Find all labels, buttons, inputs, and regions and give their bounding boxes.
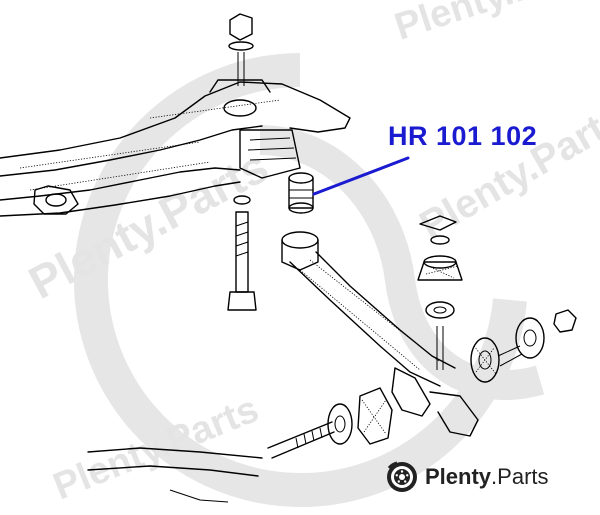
callout-leader-line — [312, 156, 410, 196]
top-stud — [237, 52, 245, 86]
top-washer — [228, 41, 254, 51]
strut-bushings-left — [267, 387, 393, 459]
cushion-stack — [417, 215, 463, 370]
watermark-text-right: Plenty.Parts — [413, 96, 600, 248]
brand-logo: Plenty.Parts — [385, 457, 549, 497]
strut-rod — [281, 231, 479, 437]
watermark-text-left: Plenty.Parts — [20, 140, 276, 309]
brand-separator: . — [491, 464, 498, 489]
watermark: Plenty.Parts Plenty.Parts Plenty.Parts P… — [20, 0, 600, 508]
lower-body-outline — [87, 447, 263, 503]
subframe — [0, 79, 351, 217]
strut-bushings-right — [470, 309, 577, 383]
top-nut — [229, 13, 253, 41]
watermark-swoosh — [259, 125, 545, 401]
brand-suffix: Parts — [497, 464, 549, 489]
bushing-hr-101-102 — [288, 172, 314, 214]
brand-wordmark: Plenty.Parts — [425, 464, 549, 490]
part-number-label: HR 101 102 — [388, 121, 538, 151]
upper-mount-hardware — [228, 13, 254, 86]
watermark-text-top: Plenty.Parts — [390, 0, 600, 49]
lower-bolt — [227, 195, 257, 311]
brake-disc-icon — [387, 461, 417, 492]
brand-name: Plenty — [425, 464, 492, 489]
watermark-ring — [74, 53, 527, 507]
